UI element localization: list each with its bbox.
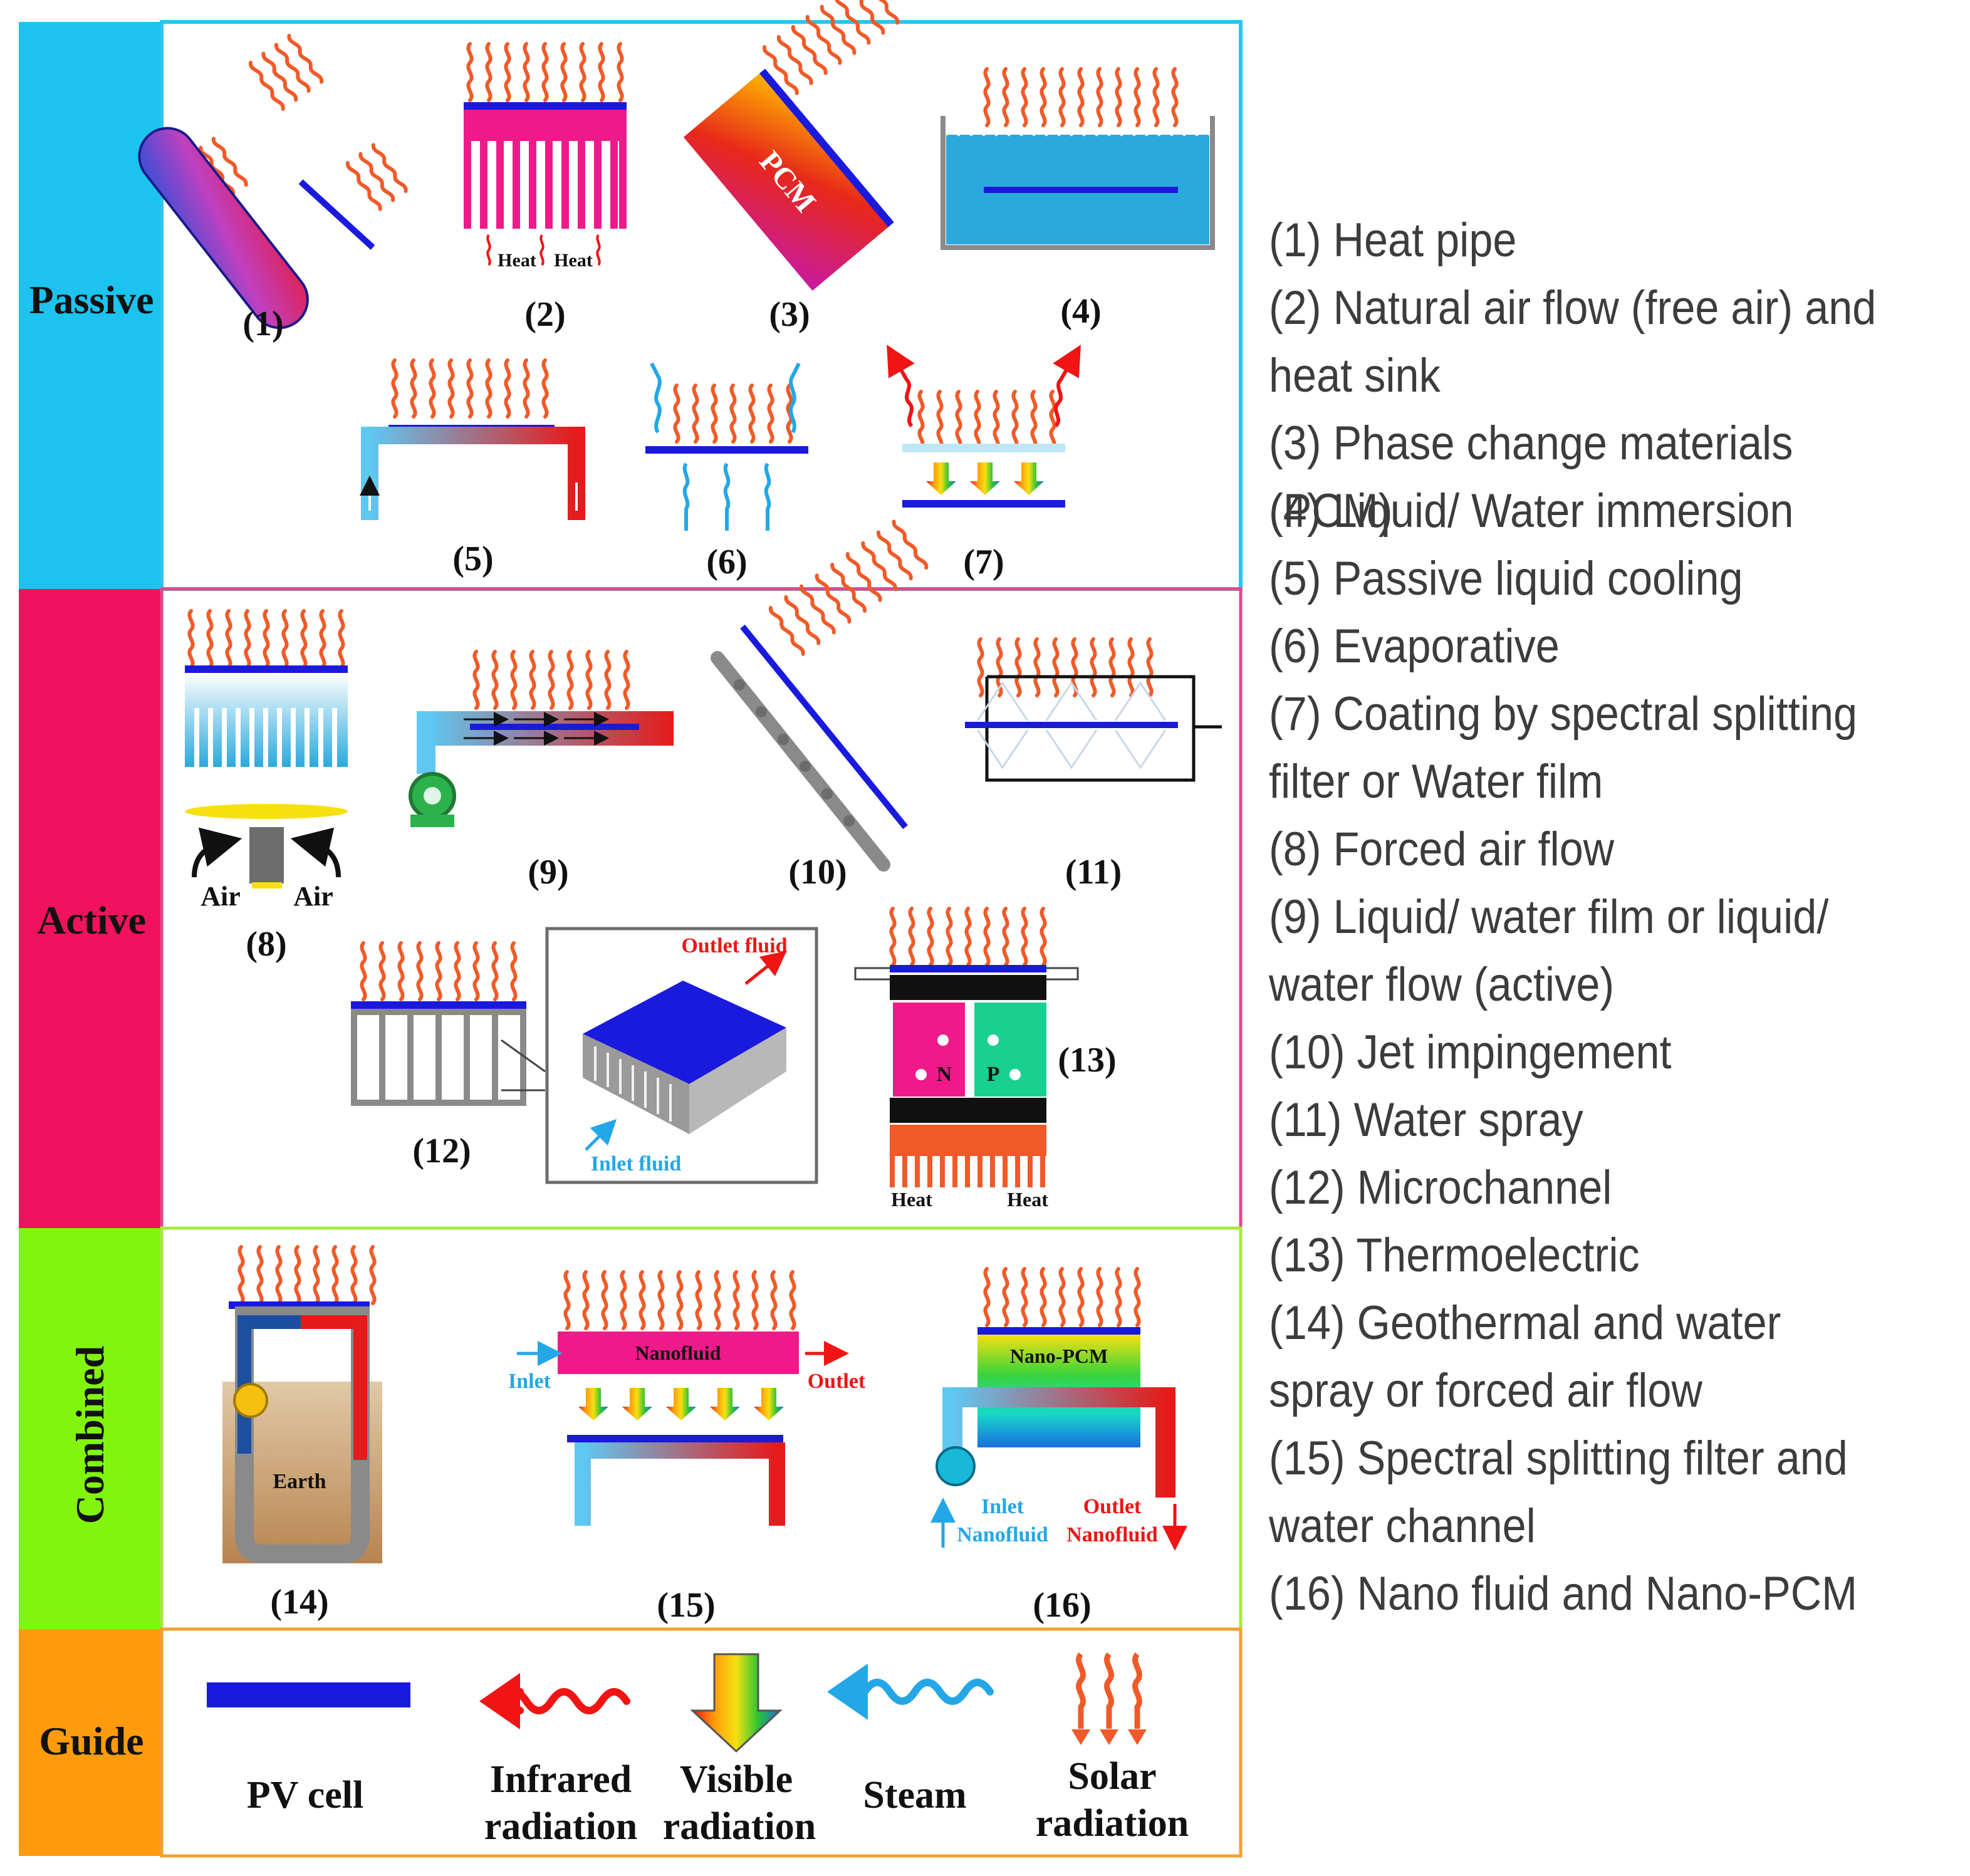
guide-steam: Steam — [863, 1774, 966, 1816]
legend-item-8: (8) Forced air flow — [1269, 823, 1615, 876]
water-spray-illustration — [965, 639, 1222, 782]
outlet-label-15: Outlet — [808, 1370, 866, 1393]
inlet-nanofluid-label-2: Nanofluid — [957, 1523, 1048, 1546]
outlet-fluid-label: Outlet fluid — [681, 934, 787, 957]
combined-bar — [19, 1228, 162, 1629]
spectral-splitting-illustration — [517, 1272, 849, 1526]
legend-item-7: (7) Coating by spectral splitting filter… — [1269, 687, 1858, 808]
label-1: (1) — [242, 305, 283, 343]
solar-radiation-icon — [1071, 1652, 1147, 1745]
legend-item-4: (4) Liquid/ Water immersion — [1269, 484, 1794, 538]
label-2: (2) — [524, 295, 565, 334]
heat-label-13a: Heat — [891, 1188, 932, 1211]
p-leg-label: P — [987, 1063, 1000, 1086]
microchannel-illustration — [351, 927, 818, 1184]
nano-fluid-pcm-illustration — [930, 1269, 1187, 1551]
label-5: (5) — [452, 539, 493, 578]
legend-item-5: (5) Passive liquid cooling — [1269, 552, 1743, 605]
section-label-guide: Guide — [39, 1719, 143, 1763]
legend-item-6: (6) Evaporative — [1269, 620, 1560, 673]
nanofluid-label: Nanofluid — [635, 1342, 721, 1364]
guide-bar — [19, 1629, 162, 1856]
legend-item-2: (2) Natural air flow (free air) and heat… — [1269, 281, 1877, 402]
label-16: (16) — [1033, 1586, 1091, 1625]
active-bar — [19, 589, 162, 1228]
inlet-nanofluid-label-1: Inlet — [981, 1495, 1024, 1518]
passive-liquid-illustration — [360, 360, 585, 520]
section-label-active: Active — [37, 898, 146, 942]
legend-item-11: (11) Water spray — [1269, 1093, 1583, 1147]
label-11: (11) — [1065, 853, 1122, 892]
visible-icon — [690, 1653, 783, 1753]
heat-label-13b: Heat — [1007, 1188, 1048, 1211]
legend-item-13: (13) Thermoelectric — [1269, 1229, 1640, 1282]
pcm-illustration — [683, 0, 899, 291]
pv-cell-icon — [207, 1682, 410, 1707]
legend-item-12: (12) Microchannel — [1269, 1161, 1612, 1214]
infrared-arrowhead — [479, 1673, 520, 1729]
legend-item-10: (10) Jet impingement — [1269, 1026, 1672, 1079]
legend-item-3: (3) Phase change materials (PCM) — [1269, 417, 1793, 538]
guide-infrared-1: Infrared — [490, 1758, 632, 1801]
heat-pipe-illustration — [138, 34, 407, 330]
label-4: (4) — [1060, 292, 1101, 331]
label-15: (15) — [657, 1586, 715, 1625]
inlet-fluid-label: Inlet fluid — [591, 1152, 682, 1175]
label-6: (6) — [706, 543, 747, 581]
heat-sink-illustration — [464, 44, 627, 266]
guide-solar-2: radiation — [1036, 1802, 1189, 1845]
forced-air-illustration — [185, 611, 348, 888]
legend-item-9: (9) Liquid/ water film or liquid/ water … — [1269, 890, 1829, 1011]
outlet-nanofluid-label-2: Nanofluid — [1066, 1523, 1158, 1546]
label-3: (3) — [769, 295, 810, 334]
liquid-film-illustration — [409, 652, 674, 827]
outlet-nanofluid-label-1: Outlet — [1083, 1495, 1142, 1518]
guide-frame — [160, 1627, 1243, 1858]
earth-label: Earth — [273, 1470, 326, 1493]
heat-label-2a: Heat — [498, 250, 536, 271]
n-leg-label: N — [937, 1063, 952, 1086]
inlet-label-15: Inlet — [508, 1370, 551, 1393]
heat-label-2b: Heat — [554, 250, 593, 271]
jet-impingement-illustration — [711, 521, 927, 872]
label-12: (12) — [412, 1132, 471, 1170]
legend-item-14: (14) Geothermal and water spray or force… — [1269, 1296, 1781, 1417]
label-13: (13) — [1058, 1041, 1116, 1080]
coating-illustration — [887, 345, 1081, 508]
legend-item-16: (16) Nano fluid and Nano-PCM — [1269, 1567, 1858, 1620]
guide-visible-1: Visible — [680, 1758, 793, 1801]
air-label-right: Air — [293, 881, 333, 912]
guide-infrared-2: radiation — [484, 1805, 638, 1848]
guide-pv-cell: PV cell — [247, 1774, 364, 1816]
passive-bar — [19, 22, 162, 589]
label-8: (8) — [246, 925, 286, 964]
label-10: (10) — [788, 853, 847, 892]
thermoelectric-illustration — [854, 909, 1079, 1187]
label-7: (7) — [963, 543, 1004, 581]
air-label-left: Air — [201, 881, 241, 912]
geothermal-illustration — [222, 1247, 382, 1563]
nano-pcm-label: Nano-PCM — [1010, 1345, 1108, 1367]
evaporative-illustration — [645, 362, 808, 531]
guide-visible-2: radiation — [663, 1805, 816, 1848]
immersion-illustration — [941, 69, 1215, 250]
guide-solar-1: Solar — [1068, 1755, 1156, 1798]
label-9: (9) — [528, 853, 568, 892]
section-label-passive: Passive — [29, 278, 154, 322]
legend-item-1: (1) Heat pipe — [1269, 214, 1517, 267]
section-label-combined: Combined — [68, 1346, 112, 1524]
legend-item-15: (15) Spectral splitting filter and water… — [1269, 1432, 1848, 1553]
steam-icon — [861, 1679, 994, 1705]
steam-arrowhead — [827, 1664, 868, 1720]
label-14: (14) — [270, 1583, 328, 1622]
